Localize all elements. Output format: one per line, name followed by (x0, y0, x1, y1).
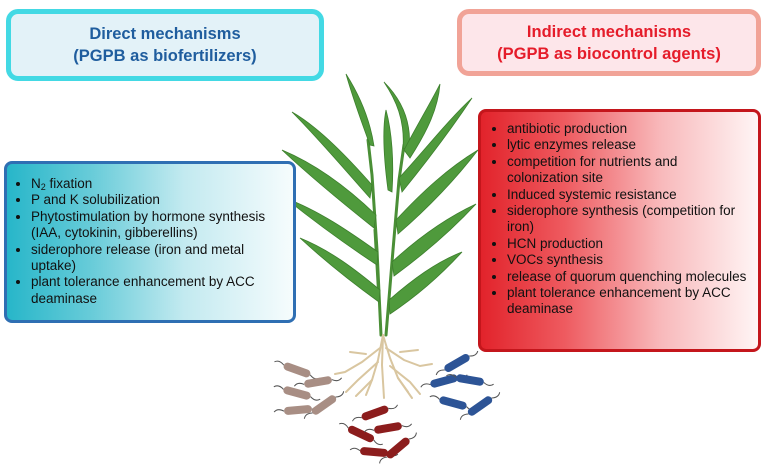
list-item: HCN production (507, 236, 750, 252)
bacterium (351, 404, 399, 422)
bacterium (274, 360, 320, 380)
bacteria-red-group (339, 404, 417, 464)
list-item: siderophore synthesis (competition for i… (507, 203, 750, 236)
list-item: release of quorum quenching molecules (507, 269, 750, 285)
bacterium (273, 385, 321, 401)
bacterium (303, 391, 345, 419)
bacterium (435, 350, 479, 376)
bacterium (446, 374, 494, 386)
list-item-pk-solubilization: P and K solubilization (31, 192, 285, 208)
indirect-mechanisms-list: antibiotic production lytic enzymes rele… (489, 121, 750, 318)
bacterium (379, 432, 417, 464)
list-item: antibiotic production (507, 121, 750, 137)
list-item-n2-fixation: N2 fixation (31, 176, 285, 192)
n2-subscript: 2 (40, 182, 46, 192)
n2-prefix: N (31, 176, 41, 191)
list-item: lytic enzymes release (507, 137, 750, 153)
direct-mechanisms-list-box: N2 fixation P and K solubilization Phyto… (4, 161, 296, 323)
plant-roots (334, 334, 433, 399)
bacteria-blue-group (420, 350, 501, 420)
list-item-plant-tolerance: plant tolerance enhancement by ACC deami… (31, 274, 285, 307)
bacterium (363, 422, 413, 434)
indirect-mechanisms-list-box: antibiotic production lytic enzymes rele… (478, 109, 761, 352)
indirect-title-line1: Indirect mechanisms (526, 22, 692, 41)
list-item-phytostimulation: Phytostimulation by hormone synthesis (I… (31, 209, 285, 242)
direct-mechanisms-title-box: Direct mechanisms (PGPB as biofertilizer… (6, 9, 324, 81)
direct-title-line2: (PGPB as biofertilizers) (73, 47, 257, 65)
indirect-title-line2: (PGPB as biocontrol agents) (497, 44, 721, 63)
direct-mechanisms-list: N2 fixation P and K solubilization Phyto… (13, 176, 285, 307)
list-item: plant tolerance enhancement by ACC deami… (507, 285, 750, 318)
bacterium (339, 422, 383, 446)
list-item: Induced systemic resistance (507, 187, 750, 203)
list-item: VOCs synthesis (507, 252, 750, 268)
n2-suffix: fixation (45, 176, 93, 191)
indirect-mechanisms-title-box: Indirect mechanisms (PGPB as biocontrol … (457, 9, 761, 76)
bacterium (459, 392, 501, 420)
bacterium (293, 376, 343, 388)
bacteria-taupe-group (273, 360, 345, 419)
plant-leaves (281, 73, 479, 315)
list-item-siderophore-release: siderophore release (iron and metal upta… (31, 242, 285, 275)
list-item: competition for nutrients and colonizati… (507, 154, 750, 187)
direct-title-line1: Direct mechanisms (89, 25, 241, 43)
